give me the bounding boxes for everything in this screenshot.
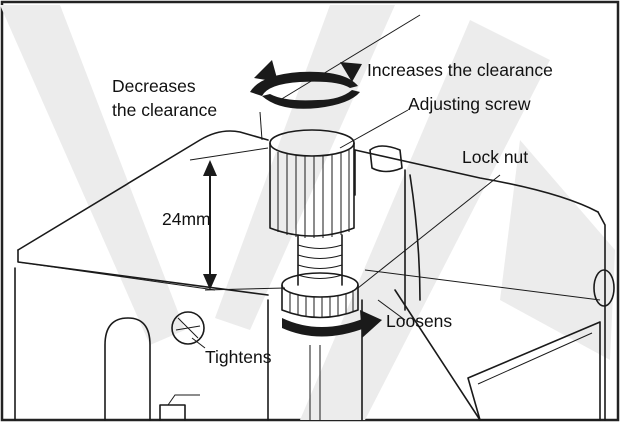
machine-body — [14, 130, 606, 421]
rotation-axis-line — [279, 14, 421, 101]
leader-lines — [191, 109, 501, 349]
label-decreases-line2: the clearance — [112, 100, 217, 120]
curved-double-arrow-icon — [250, 60, 362, 109]
dimension-arrow — [189, 147, 286, 291]
back-post — [354, 145, 406, 311]
threaded-shaft — [297, 234, 343, 286]
lower-fixture — [159, 394, 200, 421]
label-loosens: Loosens — [386, 311, 452, 331]
label-lock-nut: Lock nut — [462, 147, 528, 167]
label-increases: Increases the clearance — [367, 60, 553, 80]
adjusting-screw-head — [269, 129, 355, 238]
curved-arrow-icon — [282, 310, 382, 338]
axis-extension — [259, 111, 263, 141]
label-tightens: Tightens — [205, 347, 272, 367]
label-decreases-line1: Decreases — [112, 76, 196, 96]
lock-nut — [281, 272, 359, 319]
left-knob — [171, 311, 205, 345]
body-slot — [104, 317, 151, 421]
label-dimension: 24mm — [162, 209, 211, 229]
label-adjusting-screw: Adjusting screw — [408, 94, 531, 114]
window-panel — [467, 321, 601, 421]
right-knob — [593, 269, 615, 307]
